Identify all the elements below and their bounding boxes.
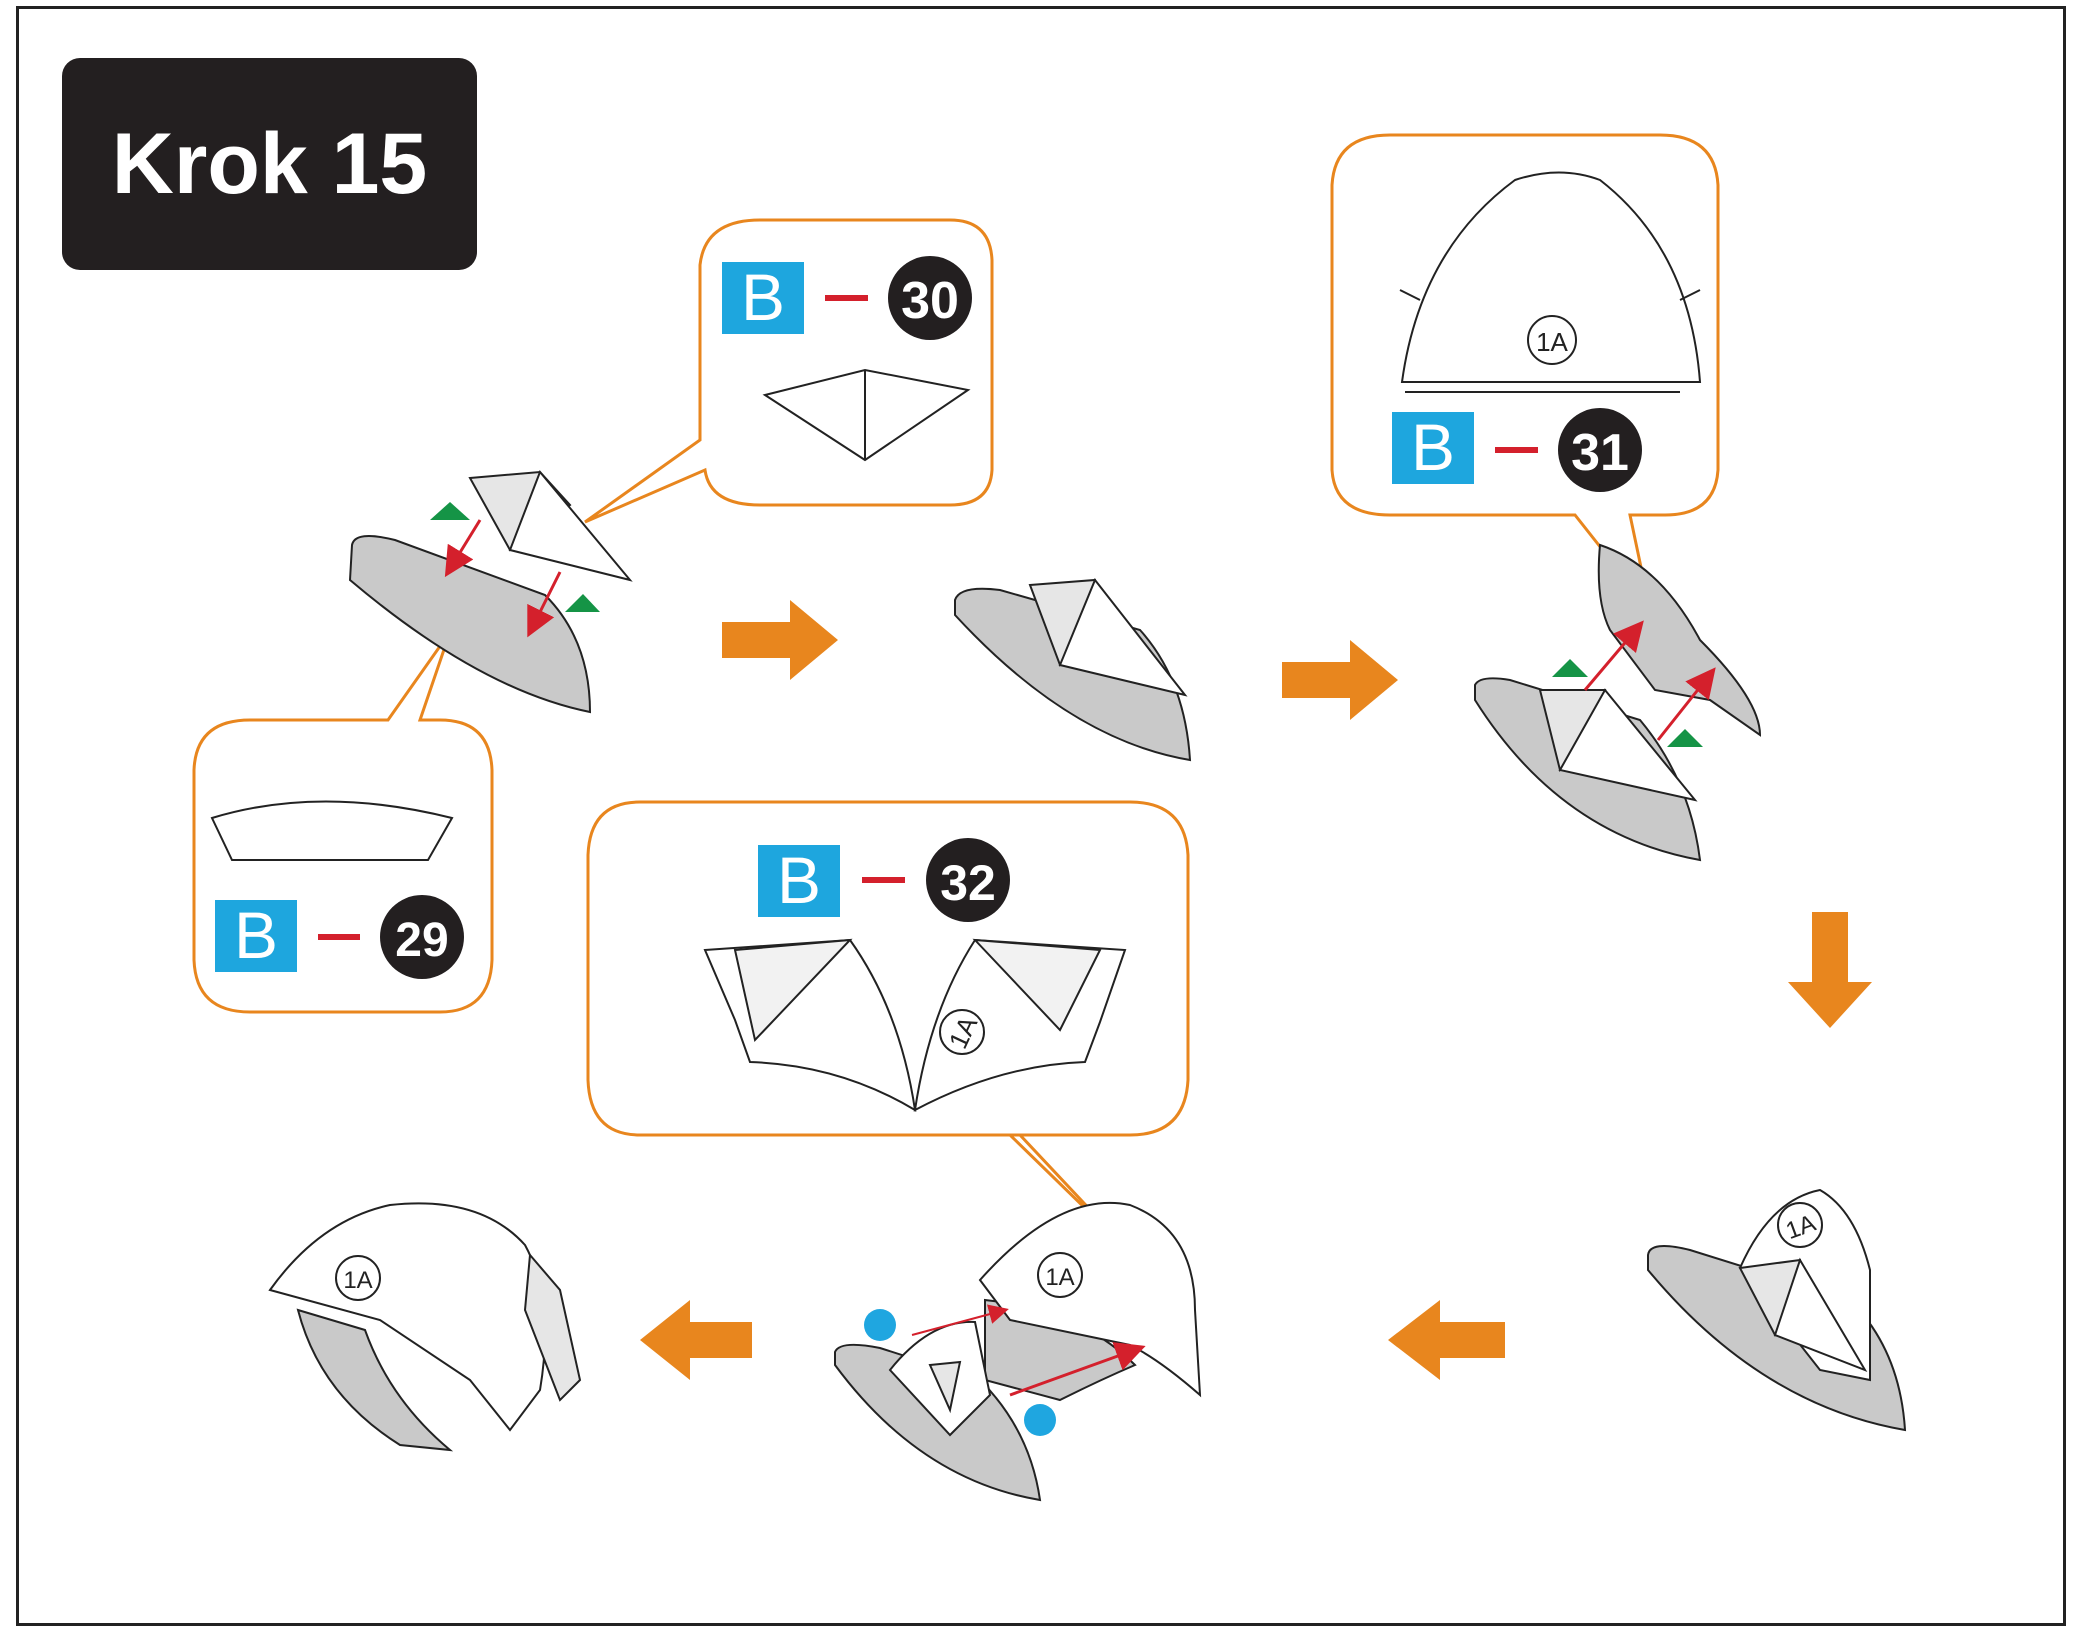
step6-model: 1A bbox=[268, 1202, 582, 1452]
step1-model bbox=[348, 470, 633, 714]
sheet-badge-b29 bbox=[215, 900, 297, 972]
callout-b30: B 30 bbox=[584, 218, 994, 524]
align-marker-blue bbox=[1024, 1404, 1056, 1436]
align-marker-green bbox=[565, 594, 600, 612]
sheet-badge-b30 bbox=[722, 262, 804, 334]
sheet-letter-b29: B bbox=[234, 898, 278, 972]
sheet-letter-b30: B bbox=[741, 260, 785, 334]
arrow-down-icon bbox=[1788, 912, 1872, 1028]
part-number-bg-b32 bbox=[926, 838, 1010, 922]
callout-b32: B 32 1A bbox=[586, 800, 1190, 1252]
callout-b29: B 29 bbox=[192, 631, 494, 1014]
sheet-badge-b31 bbox=[1392, 412, 1474, 484]
part-number-b30: 30 bbox=[901, 272, 959, 330]
model-label-step6: 1A bbox=[343, 1267, 372, 1294]
step-title: Krok 15 bbox=[111, 115, 428, 212]
step2-model bbox=[954, 578, 1192, 762]
align-marker-blue bbox=[864, 1309, 896, 1341]
part-number-b32: 32 bbox=[940, 855, 996, 911]
arrow-left-icon bbox=[640, 1300, 752, 1380]
sheet-badge-b32 bbox=[758, 845, 840, 917]
part-number-bg-b30 bbox=[888, 256, 972, 340]
part-29-drawing bbox=[210, 800, 454, 861]
align-marker-green bbox=[1667, 729, 1703, 747]
sheet-letter-b31: B bbox=[1411, 410, 1455, 484]
part-number-b31: 31 bbox=[1571, 424, 1629, 482]
arrow-right-icon bbox=[722, 600, 838, 680]
arrow-left-icon bbox=[1388, 1300, 1505, 1380]
arrow-right-icon bbox=[1282, 640, 1398, 720]
step5-model: 1A bbox=[834, 1201, 1202, 1502]
part-label-31: 1A bbox=[1536, 327, 1568, 357]
callout-b31: 1A B 31 bbox=[1330, 133, 1720, 611]
part-number-bg-b29 bbox=[380, 895, 464, 979]
diagram-frame bbox=[16, 6, 2066, 1626]
align-marker-green bbox=[1552, 659, 1588, 677]
step4-model: 1A bbox=[1647, 1188, 1907, 1432]
part-number-b29: 29 bbox=[395, 914, 448, 967]
align-marker-green bbox=[430, 502, 470, 520]
part-31-drawing bbox=[1400, 171, 1702, 383]
flow-arrows bbox=[640, 600, 1872, 1380]
model-label-step5: 1A bbox=[1045, 1264, 1074, 1291]
part-30-drawing bbox=[762, 368, 971, 462]
sheet-letter-b32: B bbox=[777, 843, 821, 917]
step3-model bbox=[1474, 543, 1762, 862]
step-badge: Krok 15 bbox=[62, 58, 477, 270]
part-number-bg-b31 bbox=[1558, 408, 1642, 492]
